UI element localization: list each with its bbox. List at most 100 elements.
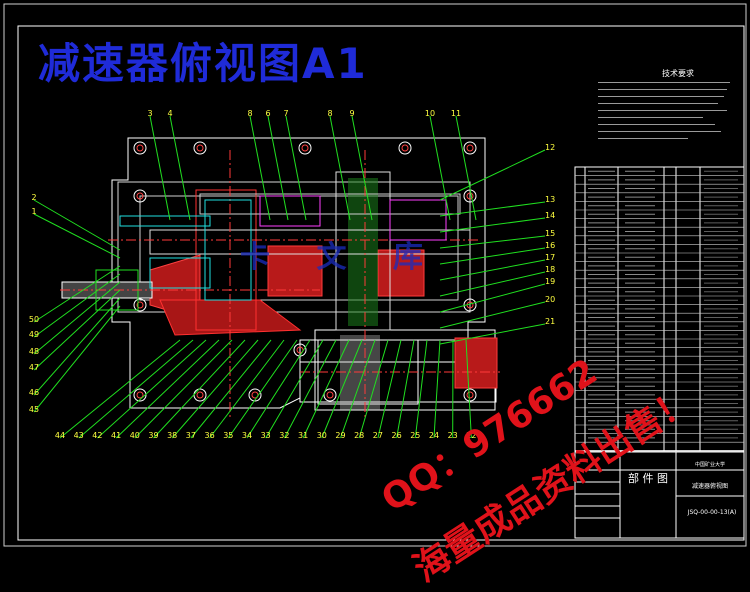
leader-line xyxy=(378,340,401,438)
bolt-hole xyxy=(464,142,476,154)
part-balloon: 9 xyxy=(349,109,354,118)
bolt-hole xyxy=(194,142,206,154)
leader-line xyxy=(60,340,180,438)
bolt-hole xyxy=(324,389,336,401)
part-balloon: 16 xyxy=(545,241,555,250)
part-balloon: 31 xyxy=(298,431,308,440)
leader-line xyxy=(210,340,284,438)
part-balloon: 12 xyxy=(545,143,555,152)
bolt-hole xyxy=(134,142,146,154)
leader-line xyxy=(135,340,232,438)
technical-requirements-lines xyxy=(598,82,748,142)
part-balloon: 26 xyxy=(392,431,402,440)
leader-line xyxy=(228,340,297,438)
part-balloon: 8 xyxy=(327,109,332,118)
technical-requirement-line xyxy=(598,103,748,107)
title-block-drawing-type: 部 件 图 xyxy=(628,471,668,485)
part-balloon: 39 xyxy=(148,431,158,440)
leader-line xyxy=(440,150,545,200)
bolt-hole xyxy=(194,389,206,401)
title-block-drawing-number: JSQ-00-00-13(A) xyxy=(687,509,737,516)
leader-line xyxy=(440,218,545,232)
leader-line xyxy=(268,116,288,220)
technical-requirement-line xyxy=(598,89,748,93)
technical-requirement-line xyxy=(598,117,748,121)
part-balloon: 47 xyxy=(29,363,39,372)
part-balloon: 4 xyxy=(167,109,172,118)
bolt-hole xyxy=(464,389,476,401)
technical-requirements: 技术要求 xyxy=(598,68,748,142)
technical-requirement-line xyxy=(598,124,748,128)
part-balloon: 42 xyxy=(92,431,102,440)
part-balloon: 25 xyxy=(410,431,420,440)
gear-assembly xyxy=(62,172,497,410)
technical-requirement-line xyxy=(598,110,748,114)
leader-line xyxy=(266,340,323,438)
leader-line xyxy=(415,340,427,438)
part-balloon: 49 xyxy=(29,330,39,339)
leader-line xyxy=(150,116,170,220)
leader-line xyxy=(34,200,120,250)
part-balloon: 27 xyxy=(373,431,383,440)
part-balloon: 6 xyxy=(265,109,270,118)
leader-line xyxy=(440,236,545,248)
part-balloon: 32 xyxy=(279,431,289,440)
leader-line xyxy=(34,298,120,395)
part-balloon: 11 xyxy=(451,109,461,118)
part-balloon: 41 xyxy=(111,431,121,440)
part-balloon: 7 xyxy=(283,109,288,118)
part-balloon: 40 xyxy=(130,431,140,440)
part-balloon: 45 xyxy=(29,405,39,414)
technical-requirement-line xyxy=(598,131,748,135)
part-balloon: 1 xyxy=(31,207,36,216)
part-balloon: 43 xyxy=(74,431,84,440)
bolt-hole xyxy=(299,142,311,154)
part-balloon: 44 xyxy=(55,431,65,440)
part-balloon: 21 xyxy=(545,317,555,326)
leader-line xyxy=(79,340,193,438)
leader-line xyxy=(430,116,450,220)
part-balloon: 38 xyxy=(167,431,177,440)
part-balloon: 48 xyxy=(29,347,39,356)
part-balloon: 33 xyxy=(261,431,271,440)
blurred-watermark: 卡 文 库 xyxy=(240,232,441,276)
leader-line xyxy=(456,116,476,220)
technical-requirements-title: 技术要求 xyxy=(608,68,748,79)
technical-requirement-line xyxy=(598,96,748,100)
part-balloon: 17 xyxy=(545,253,555,262)
part-balloon: 8 xyxy=(247,109,252,118)
part-balloon: 34 xyxy=(242,431,252,440)
leader-line xyxy=(397,340,414,438)
part-balloon: 30 xyxy=(317,431,327,440)
title-block-name: 减速器俯视图 xyxy=(692,482,728,490)
leader-line xyxy=(34,306,120,412)
technical-requirement-line xyxy=(598,138,748,142)
part-balloon: 28 xyxy=(354,431,364,440)
technical-requirement-line xyxy=(598,82,748,86)
part-balloon: 37 xyxy=(186,431,196,440)
part-balloon: 18 xyxy=(545,265,555,274)
leader-line xyxy=(440,284,545,312)
part-balloon: 20 xyxy=(545,295,555,304)
leader-line xyxy=(330,116,350,220)
part-balloon: 3 xyxy=(147,109,152,118)
leader-line xyxy=(97,340,206,438)
part-balloon: 29 xyxy=(335,431,345,440)
part-balloon: 13 xyxy=(545,195,555,204)
title-block-school: 中国矿业大学 xyxy=(695,461,725,468)
leader-line xyxy=(434,340,440,438)
part-balloon: 14 xyxy=(545,211,555,220)
part-balloon: 46 xyxy=(29,388,39,397)
leader-line xyxy=(440,248,545,264)
drawing-title: 减速器俯视图A1 xyxy=(38,30,368,91)
part-balloon: 19 xyxy=(545,277,555,286)
bolt-hole xyxy=(134,299,146,311)
leader-line xyxy=(440,302,545,328)
leader-line xyxy=(172,340,258,438)
leader-line xyxy=(34,214,120,258)
coupling xyxy=(455,338,497,388)
leader-line xyxy=(170,116,190,220)
leader-line xyxy=(286,116,306,220)
part-balloon: 50 xyxy=(29,315,39,324)
